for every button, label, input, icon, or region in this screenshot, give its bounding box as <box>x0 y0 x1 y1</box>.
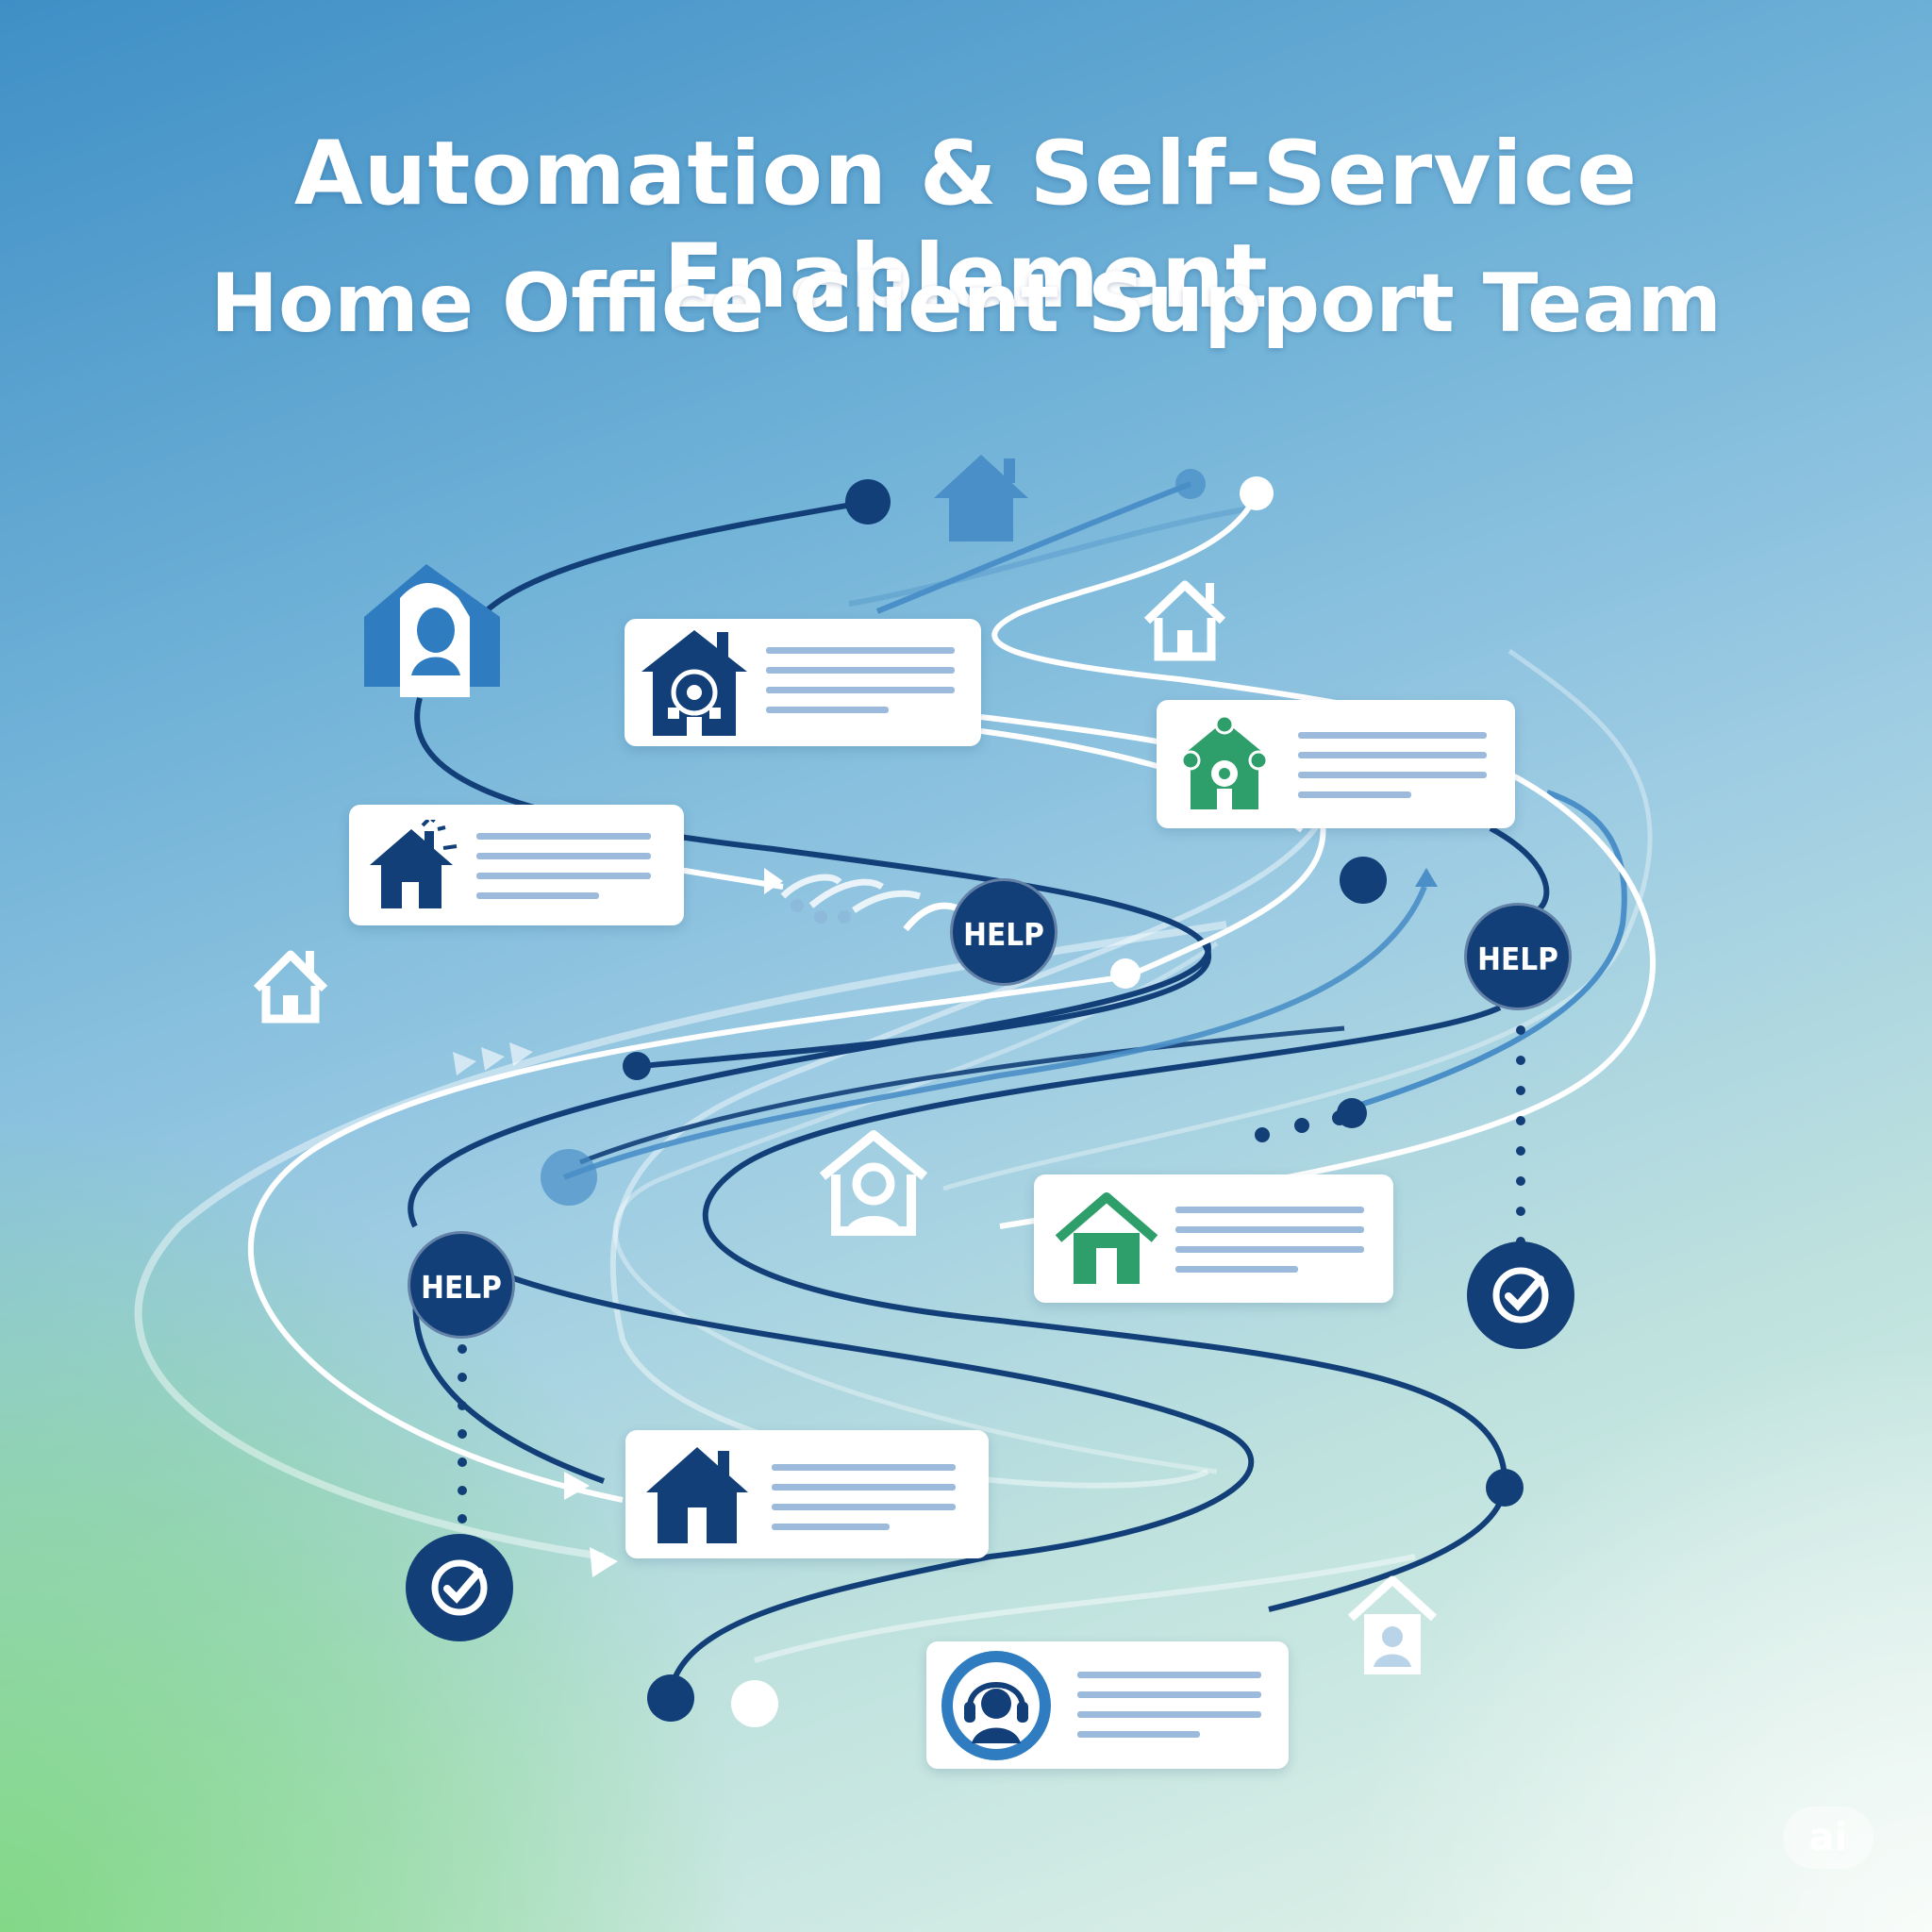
arrow-head <box>453 1052 476 1075</box>
arrow-head <box>764 868 783 894</box>
check-badge <box>406 1534 513 1641</box>
node-dot <box>647 1674 694 1722</box>
navy-path <box>408 942 1211 1228</box>
navy-path <box>1489 825 1550 913</box>
house-icon <box>646 1447 748 1543</box>
node-dot <box>1340 857 1387 904</box>
arrow-head <box>481 1047 505 1071</box>
card-home-green <box>1034 1174 1393 1303</box>
node-dot <box>1337 1098 1367 1128</box>
card-text-lines <box>1298 732 1487 811</box>
node-dot <box>845 479 891 525</box>
checkmark-icon <box>431 1559 488 1616</box>
user-house-icon <box>364 564 500 697</box>
node-dot <box>1486 1469 1524 1507</box>
card-text-lines <box>1175 1207 1364 1286</box>
headset-agent-icon <box>941 1651 1051 1760</box>
node-dot <box>1240 476 1274 510</box>
check-badge <box>1467 1241 1574 1349</box>
arrow-head <box>564 1472 590 1500</box>
card-connected-home <box>1157 700 1515 828</box>
swoosh <box>808 878 884 908</box>
page-title: Automation & Self-Service Enablement <box>293 123 1639 328</box>
faint-path <box>848 507 1246 607</box>
navy-path <box>579 1025 1345 1165</box>
user-house-icon <box>1347 1575 1438 1674</box>
dotted-line <box>791 899 851 924</box>
navy-path <box>498 1271 1255 1697</box>
dotted-line <box>458 1344 467 1524</box>
arrow-head <box>1415 868 1438 887</box>
card-text-lines <box>476 833 651 912</box>
faint-path <box>754 1554 1416 1663</box>
faint-path <box>612 941 1219 1474</box>
blue-path <box>875 481 1192 614</box>
house-outline-icon <box>253 950 328 1024</box>
white-path <box>999 771 1656 1229</box>
help-badge[interactable]: HELP <box>950 878 1058 986</box>
connected-home-icon <box>1180 714 1269 809</box>
user-house-icon <box>819 1130 928 1236</box>
swoosh <box>780 874 842 899</box>
arrow-head <box>509 1042 533 1066</box>
white-path <box>247 974 1128 1503</box>
card-house-alert <box>349 805 684 925</box>
card-home <box>625 1430 989 1558</box>
arrow-head <box>590 1547 618 1577</box>
checkmark-icon <box>1492 1267 1549 1324</box>
card-text-lines <box>766 647 955 726</box>
blue-path <box>1348 790 1627 1111</box>
node-dot <box>1110 958 1141 989</box>
blue-path <box>562 885 1427 1180</box>
dotted-line <box>1516 1025 1525 1246</box>
node-dot <box>623 1052 651 1080</box>
card-smart-home <box>625 619 981 746</box>
help-badge[interactable]: HELP <box>408 1231 515 1339</box>
navy-path <box>414 697 1212 1069</box>
swoosh <box>852 890 922 913</box>
page-subtitle: Home Office Client Support Team <box>210 257 1722 351</box>
ai-logo: ai <box>1783 1807 1874 1869</box>
house-outline-icon <box>1143 580 1226 661</box>
card-text-lines <box>1077 1672 1261 1751</box>
node-dot <box>731 1680 778 1727</box>
dotted-line <box>1255 1110 1347 1142</box>
house-icon <box>934 455 1028 541</box>
faint-path <box>134 921 1227 1560</box>
card-text-lines <box>772 1464 956 1543</box>
navy-path <box>484 499 869 614</box>
node-dot <box>541 1149 597 1206</box>
card-support-agent <box>926 1641 1289 1769</box>
house-alert-icon <box>370 820 458 908</box>
help-badge[interactable]: HELP <box>1464 903 1572 1010</box>
house-green-icon <box>1055 1192 1158 1284</box>
smart-home-icon <box>641 630 747 736</box>
node-dot <box>1175 469 1206 499</box>
